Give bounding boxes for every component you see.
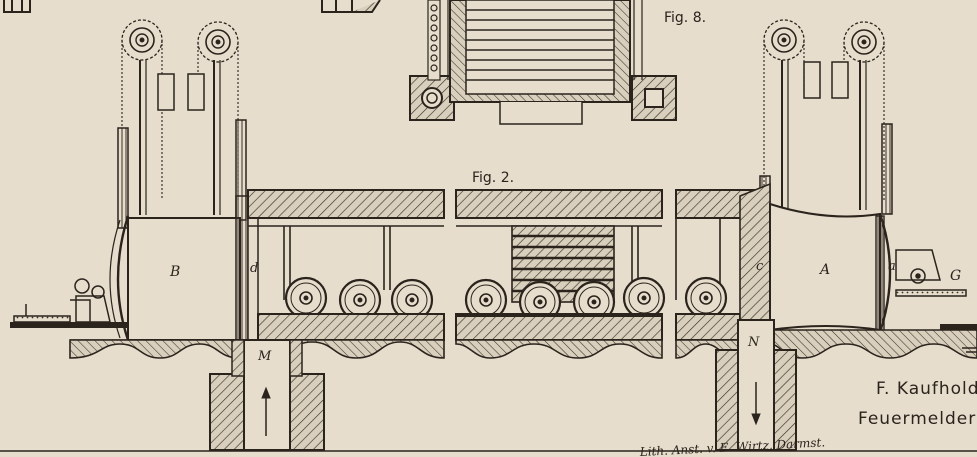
label-m: M <box>257 349 272 364</box>
fig8-label: Fig. 8. <box>664 10 706 26</box>
caption-line-2: Feuermelder <box>858 409 976 429</box>
label-g: G <box>950 268 961 284</box>
label-c: c <box>756 259 764 274</box>
shaft-m <box>209 339 325 451</box>
right-chamber-a <box>675 19 977 451</box>
caption-line-1: F. Kaufhold <box>876 379 977 399</box>
fig8-top-view <box>409 0 677 125</box>
label-n: N <box>747 335 760 350</box>
label-d: d <box>250 261 258 276</box>
top-left-fragment <box>3 0 381 13</box>
middle-tunnel <box>69 189 666 359</box>
label-a-upper: A <box>818 262 830 278</box>
label-a-lower: a <box>888 259 896 274</box>
fig2-label: Fig. 2. <box>472 170 514 186</box>
label-b: B <box>169 264 180 280</box>
left-chamber-b <box>10 19 259 341</box>
